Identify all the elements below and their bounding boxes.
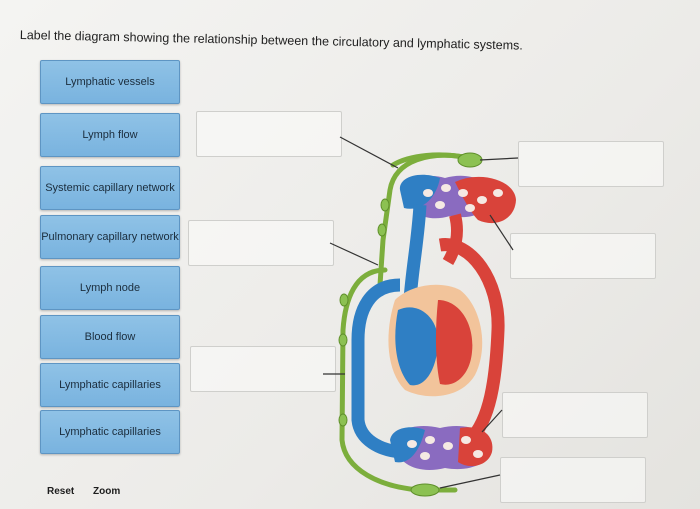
- drop-target-2[interactable]: [518, 141, 664, 187]
- pulmonary-capillary-network-drawing: [399, 174, 516, 224]
- reset-button[interactable]: Reset: [47, 486, 75, 497]
- heart-drawing: [351, 204, 505, 459]
- label-lymph-node[interactable]: Lymph node: [40, 266, 180, 310]
- label-pulmonary-capillary-network[interactable]: Pulmonary capillary network: [40, 215, 180, 259]
- label-lymph-flow[interactable]: Lymph flow: [40, 113, 180, 157]
- drop-target-3[interactable]: [188, 220, 334, 266]
- drop-target-5[interactable]: [190, 346, 336, 392]
- drop-target-7[interactable]: [500, 457, 646, 503]
- label-lymphatic-capillaries-2[interactable]: Lymphatic capillaries: [40, 410, 180, 454]
- drop-target-6[interactable]: [502, 392, 648, 438]
- label-lymphatic-vessels[interactable]: Lymphatic vessels: [40, 60, 180, 104]
- drop-target-4[interactable]: [510, 233, 656, 279]
- label-lymphatic-capillaries-1[interactable]: Lymphatic capillaries: [40, 363, 180, 407]
- systemic-capillary-network-drawing: [390, 425, 493, 470]
- label-blood-flow[interactable]: Blood flow: [40, 315, 180, 359]
- drop-target-1[interactable]: [196, 111, 342, 157]
- leader-lines: [323, 136, 519, 489]
- zoom-button[interactable]: Zoom: [93, 486, 121, 497]
- label-systemic-capillary-network[interactable]: Systemic capillary network: [40, 166, 180, 210]
- lymph-nodes-drawing: [338, 152, 483, 497]
